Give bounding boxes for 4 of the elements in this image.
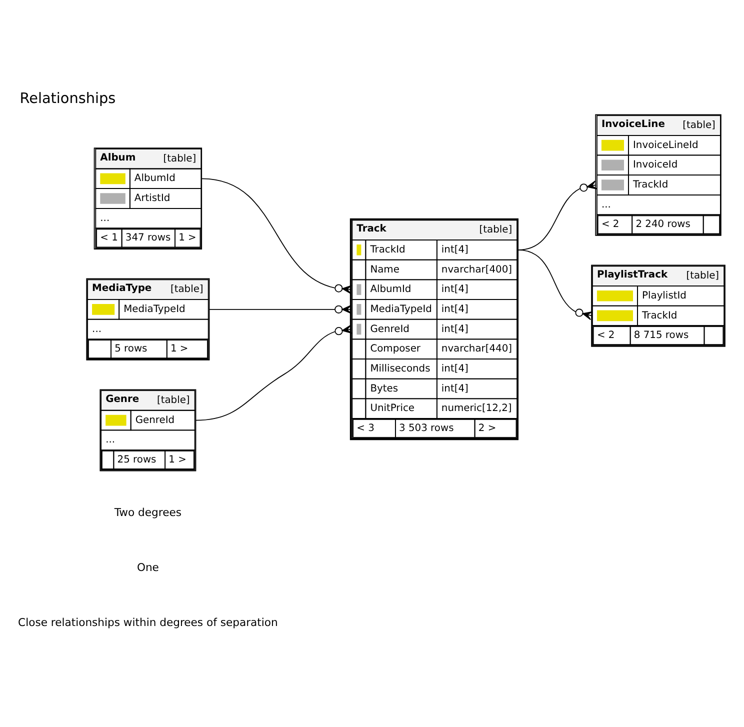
diagram-title: Relationships	[20, 90, 116, 107]
label: One	[136, 560, 159, 574]
label: Two degrees	[114, 506, 182, 519]
label: Close relationships within degrees of separation	[18, 616, 278, 629]
